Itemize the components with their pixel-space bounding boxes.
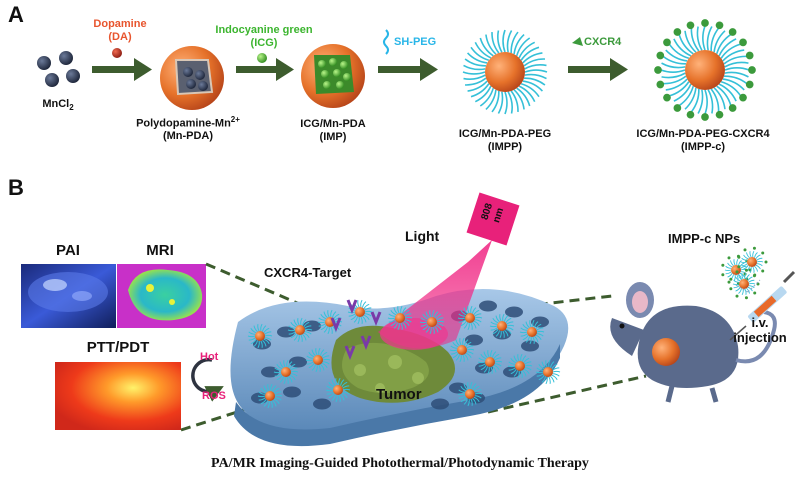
mouse-illustration — [610, 282, 777, 403]
stage-mn-pda-label: Polydopamine-Mn2+(Mn-PDA) — [136, 115, 240, 143]
mncl2-particles — [37, 51, 80, 87]
reagent-cxcr4-label: CXCR4 — [584, 36, 622, 48]
panel-a-label: A — [8, 2, 24, 27]
mri-label: MRI — [146, 242, 174, 259]
impp-particle — [462, 29, 548, 115]
mri-image — [117, 264, 206, 328]
np-pointer-lines — [733, 279, 761, 293]
iv-injection-label: i.v.injection — [733, 315, 787, 345]
hot-label: Hot — [200, 351, 219, 363]
ptt-pdt-label: PTT/PDT — [86, 339, 150, 356]
peg-chain-icon — [383, 29, 389, 55]
reagent-dopamine-label: Dopamine(DA) — [93, 18, 147, 43]
arrow-2 — [236, 58, 294, 81]
arrow-1 — [92, 58, 152, 81]
stage-imppc-label: ICG/Mn-PDA-PEG-CXCR4(IMPP-c) — [636, 128, 770, 153]
tumor-on-mouse — [652, 338, 680, 366]
dopamine-bead-icon — [112, 48, 122, 58]
arrow-3 — [378, 58, 438, 81]
np-cluster — [721, 246, 768, 300]
tumor-nanoparticles — [247, 299, 561, 409]
stage-impp-label: ICG/Mn-PDA-PEG(IMPP) — [458, 128, 552, 153]
cycle-arrow-icon — [191, 357, 224, 402]
reagent-icg-label: Indocyanine green(ICG) — [215, 24, 313, 49]
reagent-sh-peg-label: SH-PEG — [394, 36, 437, 48]
imppc-particle — [654, 19, 756, 121]
pai-image — [21, 264, 116, 328]
ptt-pdt-image — [55, 362, 181, 430]
cxcr4-target-label: CXCR4-Target — [264, 265, 352, 280]
figure-caption: PA/MR Imaging-Guided Photothermal/Photod… — [211, 456, 589, 471]
arrow-4 — [568, 58, 628, 81]
ros-label: ROS — [202, 390, 226, 402]
mn-pda-sphere — [160, 46, 224, 110]
panel-b-label: B — [8, 175, 24, 200]
pai-label: PAI — [56, 242, 80, 259]
cxcr4-receptors — [330, 299, 382, 361]
stage-mncl2-label: MnCl2 — [42, 98, 74, 113]
cxcr4-ligand-icon — [572, 37, 583, 46]
syringe-icon — [729, 270, 796, 341]
icg-bead-icon — [257, 53, 267, 63]
light-label: Light — [405, 228, 440, 244]
tumor-label: Tumor — [376, 386, 422, 403]
imp-sphere — [301, 44, 365, 108]
stage-imp-label: ICG/Mn-PDA(IMP) — [300, 118, 366, 143]
nps-label: IMPP-c NPs — [668, 231, 741, 246]
